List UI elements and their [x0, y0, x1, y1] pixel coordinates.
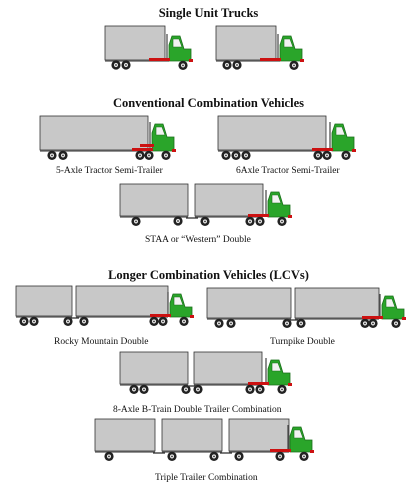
frame-rail — [270, 449, 291, 452]
heading-conventional-combination-vehicles: Conventional Combination Vehicles — [112, 96, 304, 110]
tractor-cab — [381, 295, 405, 320]
caption-eight-axle-b-train: 8-Axle B-Train Double Trailer Combinatio… — [113, 405, 282, 415]
tractor-cab — [289, 426, 313, 453]
trailer-box — [75, 285, 169, 317]
caption-staa-western-double: STAA or “Western” Double — [145, 235, 251, 245]
staa-western-double — [119, 183, 292, 226]
frame-rail — [150, 314, 171, 317]
caption-six-axle-semi: 6Axle Tractor Semi-Trailer — [236, 166, 340, 176]
single-unit-truck-1 — [104, 25, 193, 70]
frame-rail — [312, 148, 333, 151]
trailer-box — [193, 351, 263, 385]
frame-rail — [149, 58, 170, 61]
heading-single-unit-trucks: Single Unit Trucks — [158, 6, 259, 20]
tractor-cab — [267, 359, 291, 386]
trailer-box — [228, 418, 290, 452]
trailer-box — [206, 287, 292, 319]
frame-rail — [362, 316, 383, 319]
trailer-box — [94, 418, 156, 452]
trailer-box — [194, 183, 264, 217]
tractor-cab — [168, 35, 192, 62]
caption-turnpike-double: Turnpike Double — [270, 337, 335, 347]
triple-trailer — [94, 418, 314, 461]
trailer-box — [294, 287, 380, 319]
trailer-box — [39, 115, 149, 151]
heading-longer-combination-vehicles: Longer Combination Vehicles (LCVs) — [108, 268, 309, 282]
trailer-box — [119, 183, 189, 217]
tractor-cab — [169, 293, 193, 318]
tractor-cab — [151, 123, 175, 152]
frame-rail — [132, 148, 153, 151]
single-unit-truck-2 — [215, 25, 304, 70]
tractor-cab — [279, 35, 303, 62]
five-axle-semi — [39, 115, 176, 160]
trailer-box — [217, 115, 327, 151]
tractor-cab — [331, 123, 355, 152]
trailer-box — [161, 418, 223, 452]
tractor-cab — [267, 191, 291, 218]
rocky-mountain-double — [15, 285, 194, 326]
caption-five-axle-semi: 5-Axle Tractor Semi-Trailer — [56, 166, 163, 176]
six-axle-semi — [217, 115, 356, 160]
caption-rocky-mountain-double: Rocky Mountain Double — [54, 337, 149, 347]
frame-rail — [248, 382, 269, 385]
trailer-box — [119, 351, 189, 385]
eight-axle-b-train — [119, 351, 292, 394]
frame-rail — [248, 214, 269, 217]
turnpike-double — [206, 287, 406, 328]
frame-rail — [260, 58, 281, 61]
caption-triple-trailer: Triple Trailer Combination — [155, 473, 258, 483]
trailer-box — [15, 285, 73, 317]
